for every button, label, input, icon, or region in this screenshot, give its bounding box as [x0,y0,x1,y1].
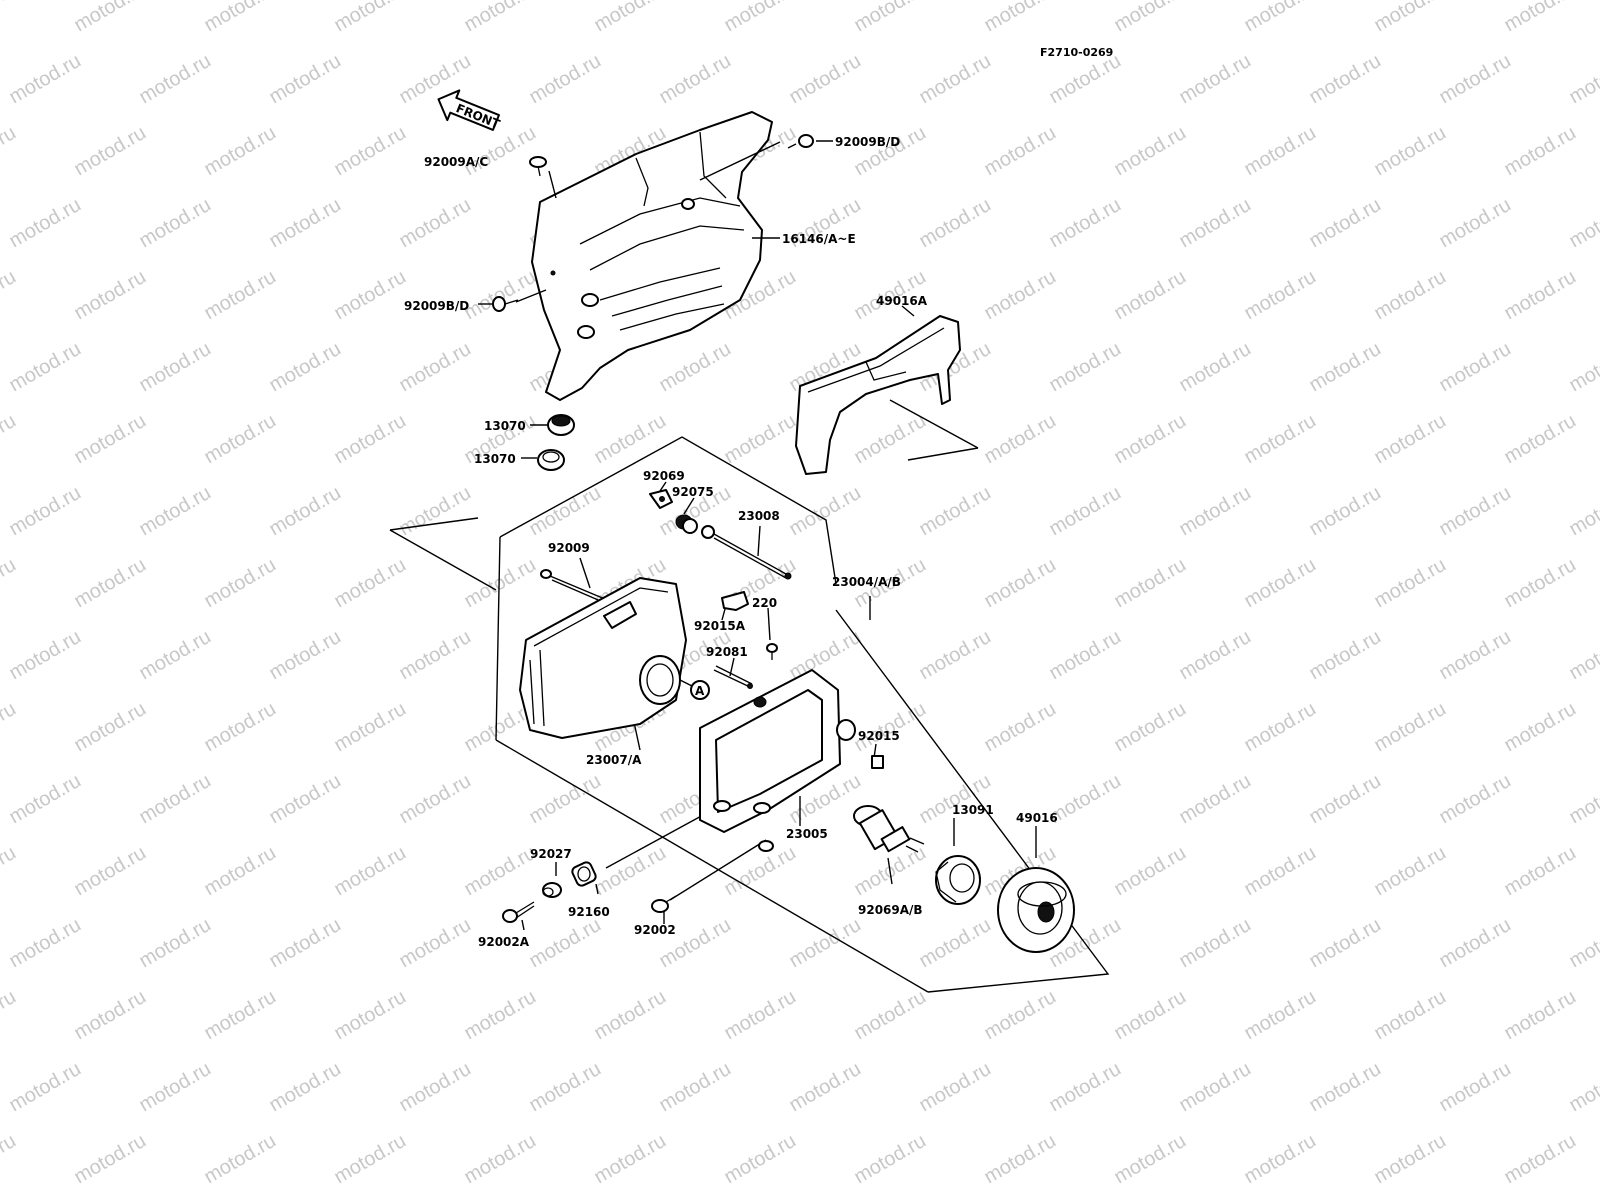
label-13070-lower: 13070 [474,452,516,466]
label-23004: 23004/A/B [832,575,901,589]
screw-92009ac-icon [529,156,547,177]
figure-code: F2710-0269 [1040,46,1113,59]
callout-a: A [695,684,705,698]
label-92069: 92069 [643,469,685,483]
label-92009: 92009 [548,541,590,555]
part-labels: 92009A/C 92009B/D 16146/A~E 92009B/D 490… [404,135,1058,949]
label-92009bd-left: 92009B/D [404,299,469,313]
label-92069ab: 92069A/B [858,903,923,917]
label-92015a: 92015A [694,619,746,633]
label-23007: 23007/A [586,753,642,767]
spring-92081-icon [713,665,753,689]
label-92002: 92002 [634,923,676,937]
bracket-49016a [795,315,961,475]
label-13091: 13091 [952,803,994,817]
bolt-92002a-icon [502,901,535,923]
socket-13091-icon [935,855,981,905]
screw-92009bd-top-icon [787,134,814,149]
label-92009ac: 92009A/C [424,155,488,169]
label-92027: 92027 [530,847,572,861]
label-13070-upper: 13070 [484,419,526,433]
label-92075: 92075 [672,485,714,499]
label-92002a: 92002A [478,935,530,949]
clip-92069-icon [649,489,673,509]
headlight-frame-23005 [699,669,856,852]
label-220: 220 [752,596,777,610]
label-92009bd-top: 92009B/D [835,135,900,149]
grommet-92075-icon [675,514,715,539]
screw-92009bd-left-icon [492,296,519,312]
label-49016: 49016 [1016,811,1058,825]
leader-lines [389,140,1110,993]
bulb-92069ab-icon [853,805,925,853]
screw-220-icon [766,643,778,660]
callout-a-icon: A [679,679,710,700]
label-92160: 92160 [568,905,610,919]
label-92015: 92015 [858,729,900,743]
bolt-92002-icon [651,895,677,913]
label-49016a: 49016A [876,294,928,308]
label-16146: 16146/A~E [782,232,856,246]
label-23008: 23008 [738,509,780,523]
cover-49016-icon [997,867,1075,953]
grommet-13070-upper-icon [547,414,575,436]
headlight-housing [531,111,773,401]
headlight-unit-23007 [519,577,687,739]
nut-92015-icon [871,755,884,769]
adjuster-wire-23008-icon [713,533,792,580]
label-92081: 92081 [706,645,748,659]
clip-92015a-icon [721,591,749,611]
grommet-92160-icon [571,861,597,887]
collar-92027-icon [542,882,562,898]
grommet-13070-lower-icon [537,449,565,471]
front-arrow-icon: FRONT [437,89,503,132]
label-23005: 23005 [786,827,828,841]
